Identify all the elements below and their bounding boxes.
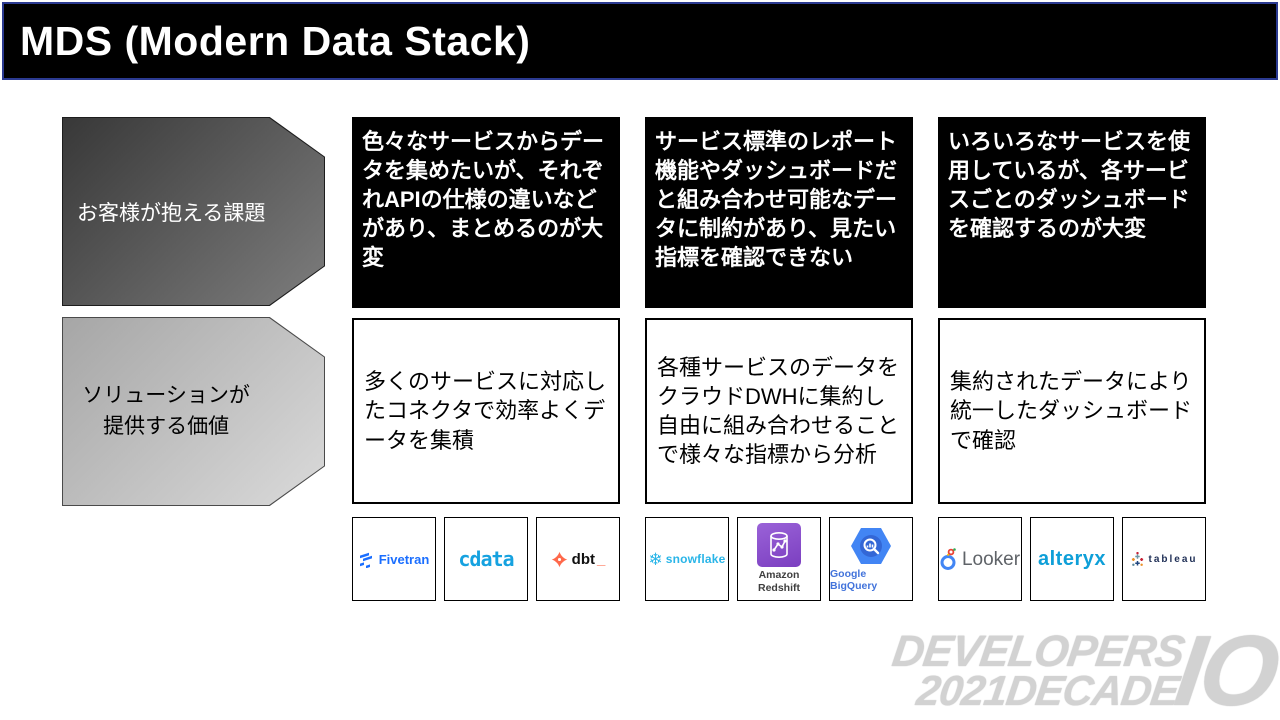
developersio-2021-decade-logo: DEVELOPERS 2021DECADE IO	[884, 615, 1280, 720]
logo-row: Looker alteryx	[938, 517, 1206, 601]
looker-label: Looker	[961, 549, 1021, 570]
row-label-solution: ソリューションが 提供する価値	[62, 317, 325, 506]
bigquery-label: Google BigQuery	[830, 567, 878, 592]
bigquery-icon	[851, 527, 891, 564]
watermark-line1: DEVELOPERS	[889, 626, 1187, 676]
logo-row: Fivetran cdata dbt_	[352, 517, 620, 601]
logo-dbt: dbt_	[536, 517, 620, 601]
tableau-icon	[1132, 551, 1144, 566]
snowflake-label: snowflake	[665, 552, 726, 566]
cdata-label: cdata	[458, 547, 514, 571]
solution-row-label: ソリューションが 提供する価値	[82, 384, 250, 438]
challenge-box: 色々なサービスからデータを集めたいが、それぞれAPIの仕様の違いなどがあり、まと…	[352, 117, 620, 308]
logo-looker: Looker	[938, 517, 1022, 601]
tableau-label: tableau	[1148, 553, 1198, 565]
redshift-label: Amazon Redshift	[758, 569, 800, 594]
logo-amazon-redshift: Amazon Redshift	[737, 517, 821, 601]
fivetran-icon	[359, 552, 372, 568]
alteryx-label: alteryx	[1038, 547, 1106, 570]
logo-snowflake: ❄ snowflake	[645, 517, 729, 601]
fivetran-label: Fivetran	[378, 551, 430, 567]
logo-fivetran: Fivetran	[352, 517, 436, 601]
watermark-line2: 2021DECADE	[913, 667, 1181, 715]
dbt-icon	[551, 551, 567, 567]
solution-box: 集約されたデータにより統一したダッシュボードで確認	[938, 318, 1206, 504]
logo-alteryx: alteryx	[1030, 517, 1114, 601]
dbt-underscore: _	[596, 550, 606, 568]
logo-cdata: cdata	[444, 517, 528, 601]
dbt-label: dbt	[571, 550, 595, 568]
logo-tableau: tableau	[1122, 517, 1206, 601]
page-title: MDS (Modern Data Stack)	[20, 17, 531, 64]
redshift-icon	[757, 523, 801, 568]
solution-box: 各種サービスのデータをクラウドDWHに集約し自由に組み合わせることで様々な指標か…	[645, 318, 913, 504]
logo-google-bigquery: Google BigQuery	[829, 517, 913, 601]
logo-row: ❄ snowflake	[645, 517, 913, 601]
challenge-box: サービス標準のレポート機能やダッシュボードだと組み合わせ可能なデータに制約があり…	[645, 117, 913, 308]
looker-icon	[940, 548, 956, 570]
snowflake-icon: ❄	[648, 549, 663, 569]
header-bar: MDS (Modern Data Stack)	[2, 2, 1278, 80]
challenge-row-label: お客様が抱える課題	[77, 201, 266, 225]
challenge-box: いろいろなサービスを使用しているが、各サービスごとのダッシュボードを確認するのが…	[938, 117, 1206, 308]
row-label-challenge: お客様が抱える課題	[62, 117, 325, 306]
solution-box: 多くのサービスに対応したコネクタで効率よくデータを集積	[352, 318, 620, 504]
watermark-io: IO	[1168, 615, 1280, 720]
